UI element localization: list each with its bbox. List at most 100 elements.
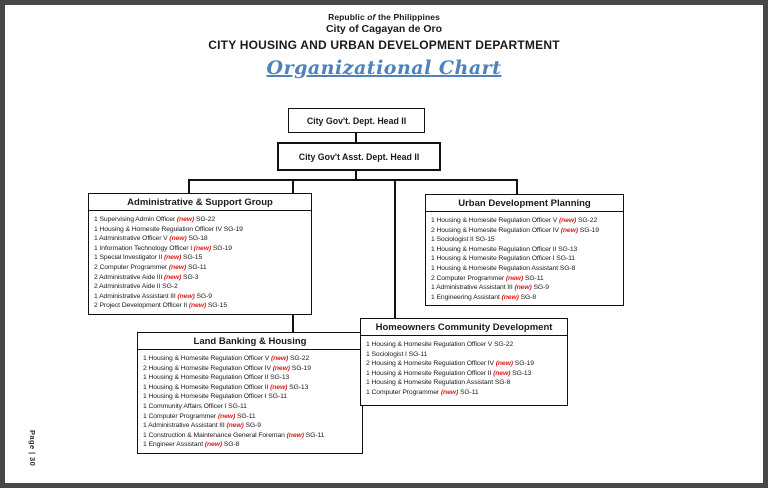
salary-grade: SG-13 xyxy=(289,383,309,391)
position-count: 2 xyxy=(143,364,147,372)
position-count: 2 xyxy=(431,226,435,234)
salary-grade: SG-15 xyxy=(475,236,495,244)
salary-grade: SG-9 xyxy=(196,292,212,300)
position-title: Sociologist I xyxy=(371,350,407,358)
position-count: 2 xyxy=(366,360,370,368)
position-item: 1 Computer Programmer (new) SG-11 xyxy=(366,388,563,398)
position-item: 1 Housing & Homesite Regulation Assistan… xyxy=(366,378,563,388)
position-item: 1 Housing & Homesite Regulation Officer … xyxy=(431,216,619,226)
position-title: Community Affairs Officer I xyxy=(148,402,227,410)
salary-grade: SG-11 xyxy=(187,263,207,271)
salary-grade: SG-19 xyxy=(514,360,534,368)
group-box-admin-support: Administrative & Support Group 1 Supervi… xyxy=(88,193,312,315)
group-title: Homeowners Community Development xyxy=(361,319,567,336)
page-number-label: Page | 30 xyxy=(28,430,37,467)
position-item: 1 Housing & Homesite Regulation Officer … xyxy=(431,245,619,255)
position-title: Housing & Homesite Regulation Officer V xyxy=(371,341,493,348)
position-item: 2 Administrative Aide III (new) SG-3 xyxy=(94,273,307,283)
position-item: 1 Sociologist I SG-11 xyxy=(366,350,563,360)
new-flag: (new) xyxy=(177,292,195,300)
salary-grade: SG-11 xyxy=(459,388,479,396)
salary-grade: SG-13 xyxy=(270,374,290,382)
asst-dept-head-label: City Gov't Asst. Dept. Head II xyxy=(298,151,420,162)
position-count: 2 xyxy=(431,274,435,282)
connector-drop-urban xyxy=(516,179,518,195)
position-title: Construction & Maintenance General Forem… xyxy=(148,431,285,439)
group-title: Urban Development Planning xyxy=(426,195,623,212)
position-count: 1 xyxy=(94,292,98,300)
position-title: Housing & Homesite Regulation Officer I xyxy=(436,255,555,263)
new-flag: (new) xyxy=(270,355,289,362)
position-title: Supervising Admin Officer xyxy=(99,216,176,223)
new-flag: (new) xyxy=(176,216,195,223)
salary-grade: SG-11 xyxy=(524,274,544,282)
group-position-list: 1 Supervising Admin Officer (new) SG-22 … xyxy=(89,211,311,314)
position-title: Administrative Assistant III xyxy=(99,292,176,300)
position-title: Project Development Officer II xyxy=(99,302,188,310)
asst-dept-head-box: City Gov't Asst. Dept. Head II xyxy=(277,142,441,171)
position-item: 2 Housing & Homesite Regulation Officer … xyxy=(143,364,358,374)
salary-grade: SG-22 xyxy=(493,341,514,348)
position-title: Computer Programmer xyxy=(436,274,505,282)
position-count: 1 xyxy=(94,244,98,252)
position-title: Housing & Homesite Regulation Officer II xyxy=(371,369,492,377)
salary-grade: SG-15 xyxy=(183,254,203,262)
position-item: 1 Supervising Admin Officer (new) SG-22 xyxy=(94,215,307,225)
new-flag: (new) xyxy=(493,369,511,377)
position-count: 1 xyxy=(366,369,370,377)
salary-grade: SG-8 xyxy=(494,379,511,387)
connector-drop-homeowners xyxy=(394,179,396,319)
position-item: 1 Housing & Homesite Regulation Officer … xyxy=(143,383,358,393)
republic-post: the Philippines xyxy=(377,12,440,22)
position-item: 1 Housing & Homesite Regulation Officer … xyxy=(143,354,358,364)
position-item: 1 Engineering Assistant (new) SG-8 xyxy=(431,293,619,303)
position-count: 2 xyxy=(94,263,98,271)
position-item: 1 Construction & Maintenance General For… xyxy=(143,431,358,441)
new-flag: (new) xyxy=(188,302,207,310)
position-title: Administrative Assistant III xyxy=(148,422,225,430)
position-title: Housing & Homesite Regulation Officer I xyxy=(148,393,267,401)
position-item: 2 Administrative Aide II SG-2 xyxy=(94,282,307,292)
position-count: 1 xyxy=(94,254,98,262)
salary-grade: SG-13 xyxy=(512,369,532,377)
group-box-homeowners: Homeowners Community Development 1 Housi… xyxy=(360,318,568,406)
group-title: Administrative & Support Group xyxy=(89,194,311,211)
salary-grade: SG-11 xyxy=(268,393,287,401)
position-count: 1 xyxy=(94,235,98,243)
salary-grade: SG-8 xyxy=(520,293,537,301)
position-count: 1 xyxy=(431,255,435,263)
position-title: Computer Programmer xyxy=(371,388,440,396)
new-flag: (new) xyxy=(270,383,288,391)
new-flag: (new) xyxy=(440,388,459,396)
position-title: Housing & Homesite Regulation Officer IV xyxy=(371,360,494,368)
position-item: 1 Sociologist II SG-15 xyxy=(431,235,619,245)
position-count: 1 xyxy=(431,245,435,253)
new-flag: (new) xyxy=(558,217,577,224)
salary-grade: SG-3 xyxy=(183,273,199,281)
position-count: 2 xyxy=(94,283,98,291)
salary-grade: SG-19 xyxy=(579,226,599,234)
position-count: 1 xyxy=(143,393,147,401)
new-flag: (new) xyxy=(226,422,244,430)
position-count: 1 xyxy=(431,293,435,301)
salary-grade: SG-19 xyxy=(212,244,232,252)
salary-grade: SG-22 xyxy=(289,355,310,362)
position-title: Housing & Homesite Regulation Officer II xyxy=(436,245,557,253)
salary-grade: SG-11 xyxy=(228,402,247,410)
dept-head-box: City Gov't. Dept. Head II xyxy=(288,108,425,133)
connector-head-to-asst xyxy=(355,131,357,142)
position-item: 1 Administrative Assistant III (new) SG-… xyxy=(431,283,619,293)
salary-grade: SG-22 xyxy=(195,216,216,223)
new-flag: (new) xyxy=(272,364,290,372)
position-title: Administrative Officer V xyxy=(99,235,168,243)
header-republic-line: Republic of the Philippines xyxy=(0,12,768,22)
salary-grade: SG-9 xyxy=(245,422,261,430)
position-title: Administrative Assistant III xyxy=(436,284,513,292)
position-title: Housing & Homesite Regulation Officer V xyxy=(148,355,270,362)
salary-grade: SG-11 xyxy=(556,255,575,263)
group-title: Land Banking & Housing xyxy=(138,333,362,350)
position-title: Special Investigator II xyxy=(99,254,163,262)
position-item: 1 Housing & Homesite Regulation Officer … xyxy=(366,340,563,350)
republic-pre: Republic xyxy=(328,12,365,22)
new-flag: (new) xyxy=(168,263,187,271)
